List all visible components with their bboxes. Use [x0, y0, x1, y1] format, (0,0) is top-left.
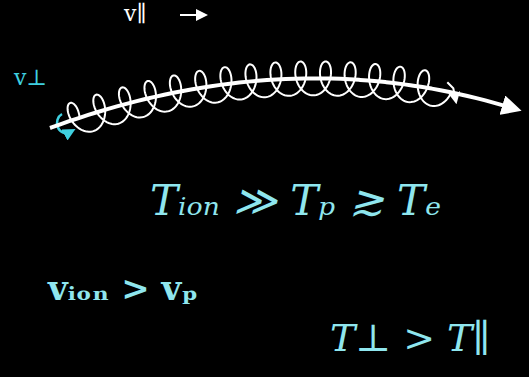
helix	[50, 61, 512, 131]
temperature-relation: Tᵢₒₙ ≫ Tₚ ≳ Tₑ	[150, 178, 441, 224]
perpendicular-velocity: v⊥	[14, 66, 47, 90]
parallel-velocity: v∥	[124, 2, 147, 26]
helix-arrow	[447, 82, 455, 98]
anisotropy-relation: T⊥ > T∥	[330, 318, 490, 360]
velocity-relation: vᵢₒₙ > vₚ	[48, 270, 198, 307]
velocity-arrow	[180, 14, 202, 16]
helix-path	[68, 61, 452, 131]
